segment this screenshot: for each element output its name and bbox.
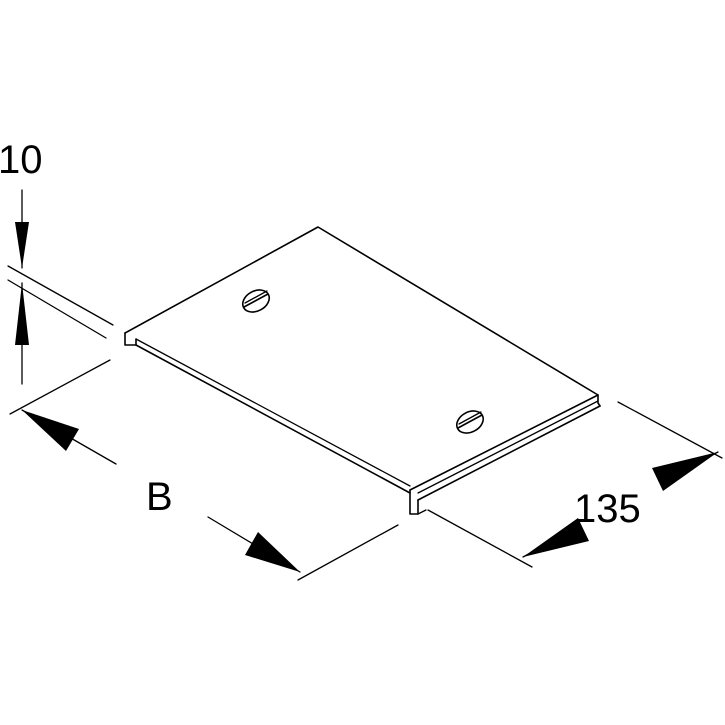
height-label: 10 (0, 138, 43, 182)
width-label: B (146, 475, 173, 519)
plate-top-face (124, 226, 599, 491)
length-dimension: 135 (427, 401, 723, 568)
length-arrow-upper (652, 452, 718, 491)
height-dimension: 10 (0, 138, 114, 385)
height-extension-lower (7, 279, 107, 339)
height-arrow-down (15, 222, 29, 268)
screw-head-1 (241, 289, 271, 313)
plate-left-flange-inner (135, 338, 411, 487)
width-arrow-right (245, 532, 300, 572)
width-extension-right (297, 524, 399, 581)
plate-left-flange-edge (135, 344, 411, 494)
cover-plate (124, 226, 601, 515)
plate-front-flange-lower (417, 509, 427, 515)
plate-front-flange-end (597, 394, 601, 407)
length-extension-upper (617, 401, 723, 459)
length-label: 135 (574, 487, 641, 531)
width-dimension: B (9, 359, 399, 581)
height-arrow-up (15, 283, 29, 345)
width-arrow-left (22, 410, 79, 451)
plate-left-flange (124, 332, 137, 346)
plate-front-flange-bottom (417, 405, 601, 501)
width-extension-left (9, 359, 111, 415)
length-arrow-lower (523, 518, 589, 557)
height-extension-upper (7, 265, 114, 326)
screw-head-2 (455, 410, 485, 434)
plate-front-flange-inner (417, 400, 599, 494)
length-extension-lower (427, 509, 533, 568)
plate-front-flange (409, 489, 419, 515)
